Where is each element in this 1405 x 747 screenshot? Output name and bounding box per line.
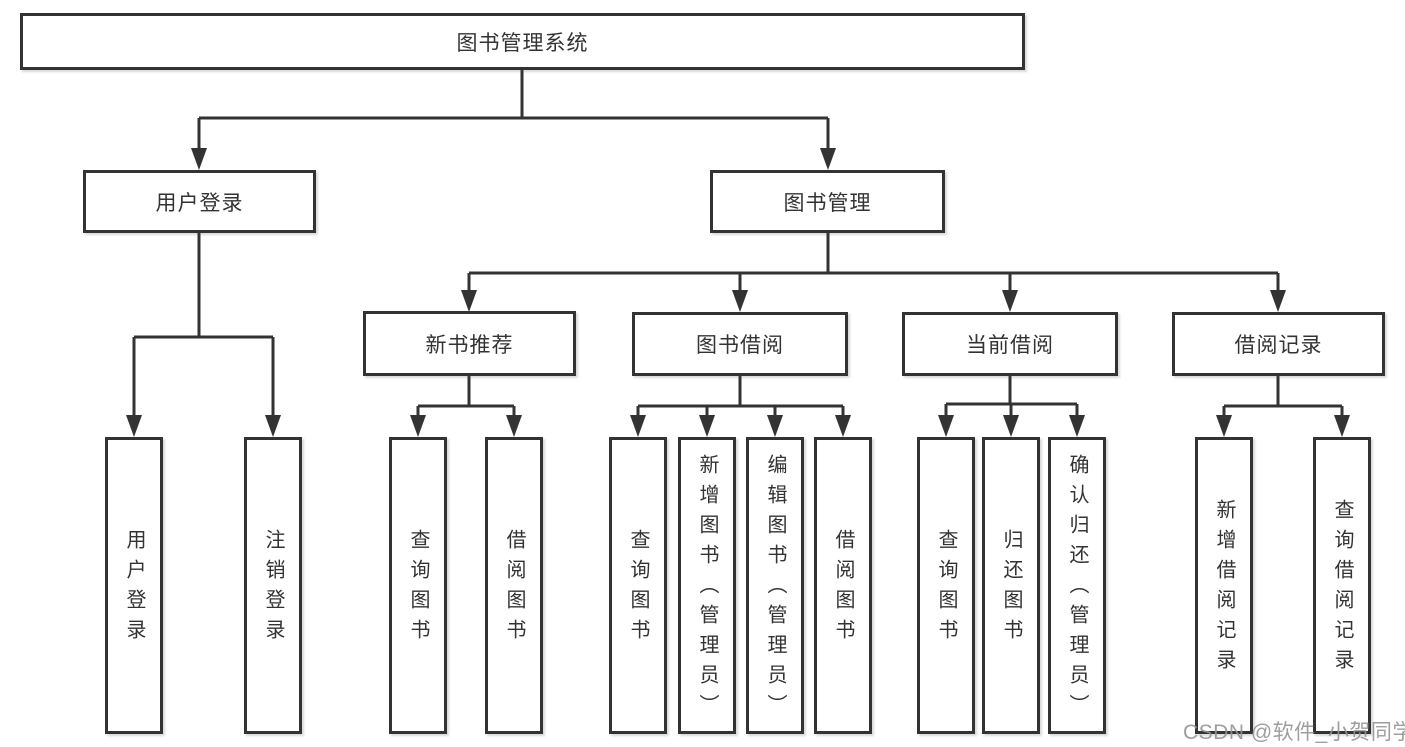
watermark: CSDN @软件_小贺同学 [1183, 721, 1405, 744]
node-book-management-branch: 图书管理 [710, 170, 945, 233]
leaf-borrow-books-recommend: 借阅图书 [485, 437, 543, 734]
leaf-user-login: 用户登录 [105, 437, 163, 734]
node-root-library-system: 图书管理系统 [20, 13, 1025, 70]
leaf-logout: 注销登录 [244, 437, 302, 734]
leaf-query-books-current: 查询图书 [917, 437, 975, 734]
leaf-query-borrow-record: 查询借阅记录 [1313, 437, 1371, 734]
node-new-book-recommend: 新书推荐 [363, 311, 576, 376]
leaf-edit-book-admin: 编辑图书（管理员） [746, 437, 804, 734]
leaf-borrow-books-borrowing: 借阅图书 [814, 437, 872, 734]
node-user-login-branch: 用户登录 [83, 170, 316, 233]
leaf-confirm-return-admin: 确认归还（管理员） [1048, 437, 1106, 734]
leaf-return-book: 归还图书 [982, 437, 1040, 734]
leaf-query-books-recommend: 查询图书 [389, 437, 447, 734]
leaf-add-book-admin: 新增图书（管理员） [678, 437, 736, 734]
leaf-query-books-borrowing: 查询图书 [609, 437, 667, 734]
node-borrowing-records: 借阅记录 [1172, 312, 1385, 376]
node-current-borrowing: 当前借阅 [902, 312, 1118, 376]
node-book-borrowing: 图书借阅 [632, 312, 848, 376]
leaf-add-borrow-record: 新增借阅记录 [1195, 437, 1253, 734]
